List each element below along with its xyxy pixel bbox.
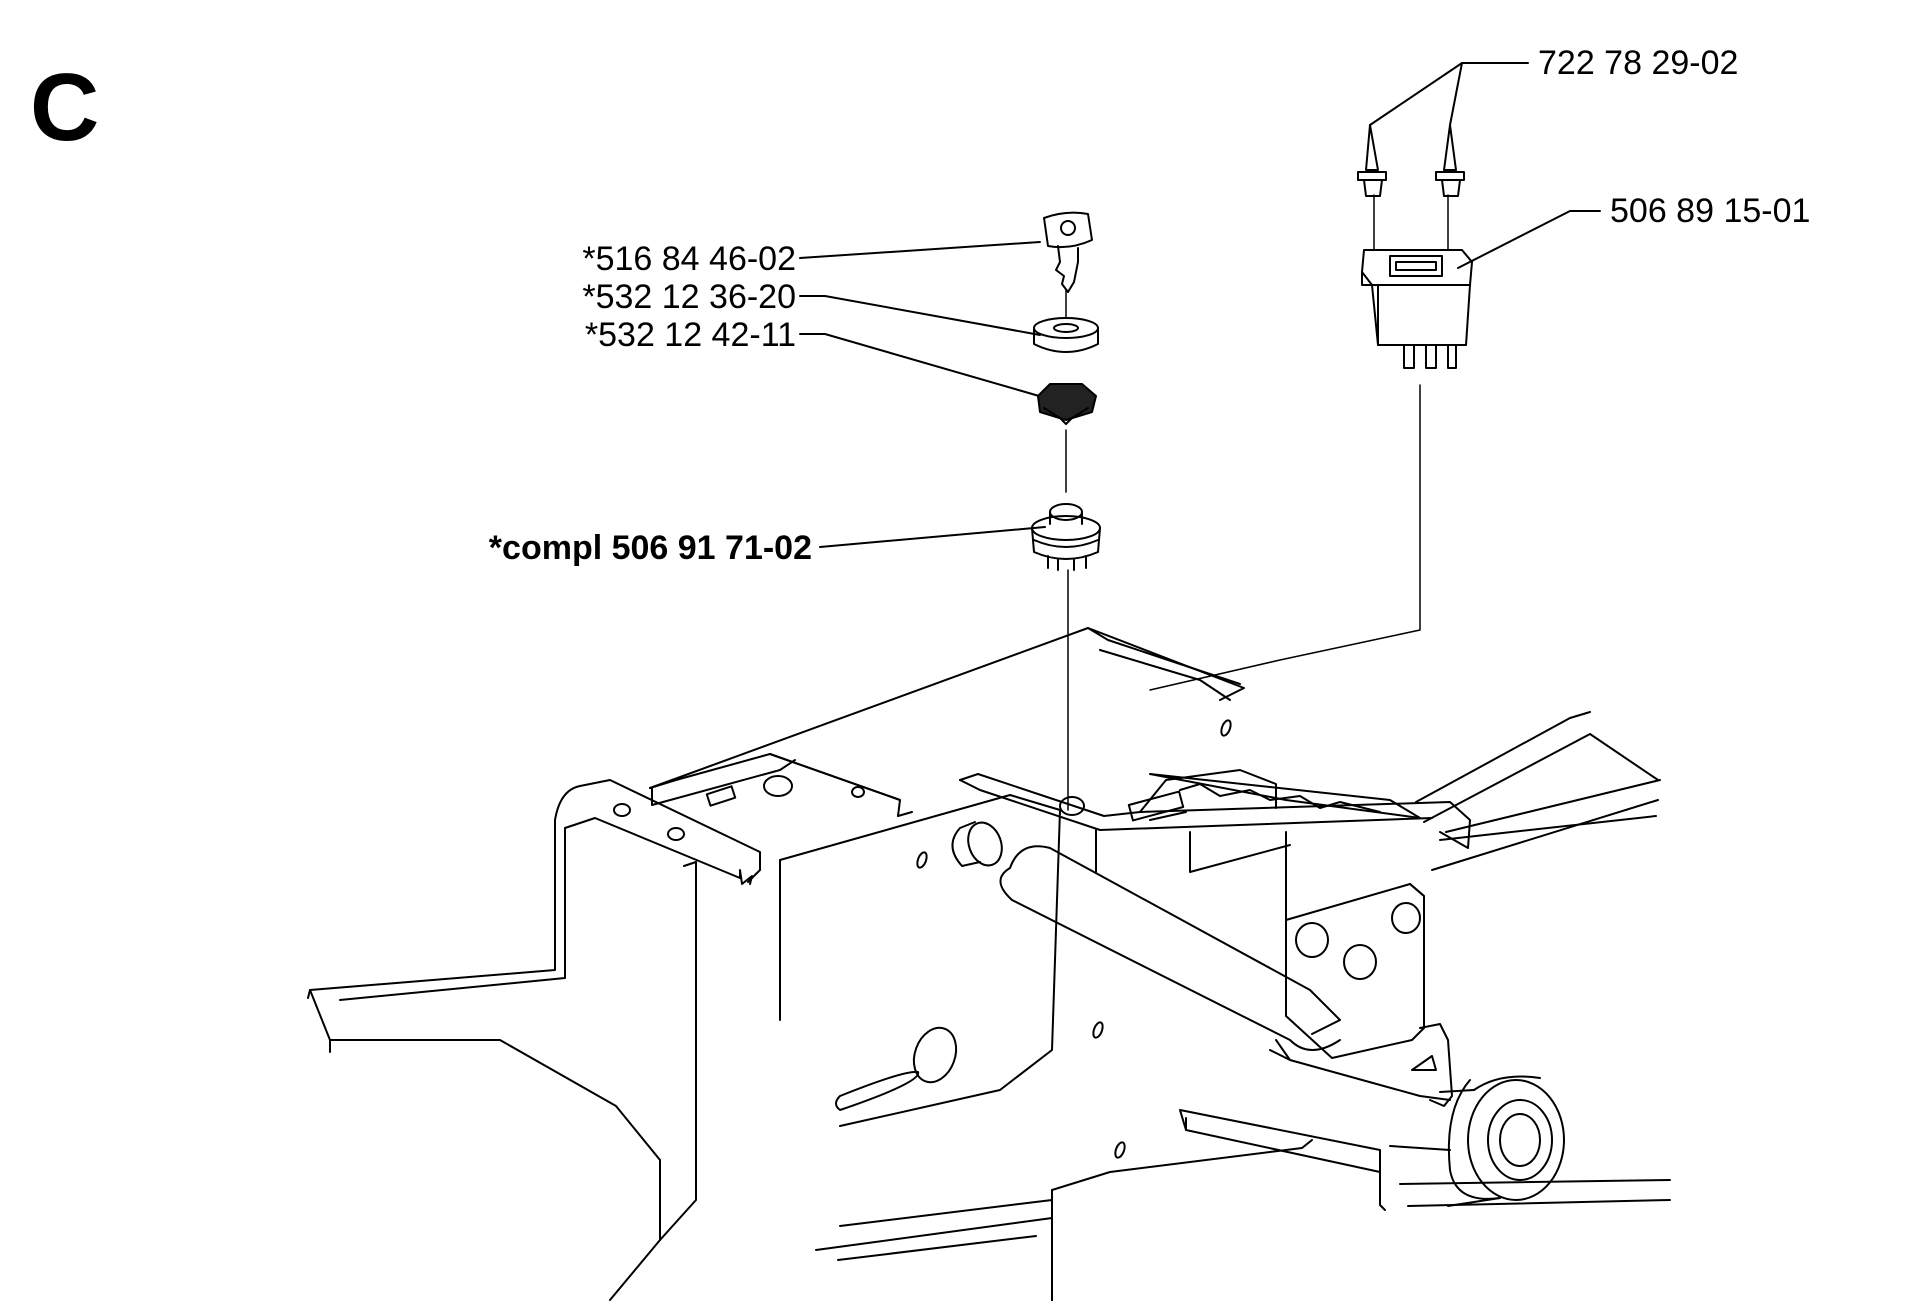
rocker-switch bbox=[1362, 250, 1472, 368]
callout-switch: 506 89 15-01 bbox=[1610, 192, 1811, 230]
leader-lines bbox=[800, 63, 1600, 547]
callout-ignition: *compl 506 91 71-02 bbox=[488, 529, 812, 567]
leader-key bbox=[800, 242, 1040, 258]
ignition-switch-body bbox=[1032, 504, 1100, 570]
leader-rivets-a bbox=[1370, 63, 1528, 125]
callout-cap: *532 12 36-20 bbox=[582, 278, 796, 316]
leader-cap bbox=[800, 296, 1040, 335]
rivet-pair bbox=[1358, 125, 1464, 196]
section-letter: C bbox=[30, 54, 100, 161]
callout-nut: *532 12 42-11 bbox=[584, 316, 796, 354]
lock-nut bbox=[1038, 384, 1096, 424]
tractor-frame bbox=[308, 628, 1670, 1301]
callout-key: *516 84 46-02 bbox=[582, 240, 796, 278]
rivet-left bbox=[1358, 125, 1386, 196]
leader-switch bbox=[1458, 211, 1600, 268]
dust-cap bbox=[1034, 318, 1098, 352]
leader-rivets-b bbox=[1450, 63, 1462, 125]
switch-connector-line bbox=[1150, 385, 1420, 690]
callout-rivets: 722 78 29-02 bbox=[1538, 44, 1739, 82]
rivet-right bbox=[1436, 125, 1464, 196]
assembly-axes bbox=[1066, 195, 1448, 810]
leader-ignition bbox=[820, 527, 1045, 547]
leader-nut bbox=[800, 334, 1046, 398]
ignition-key bbox=[1044, 213, 1092, 292]
